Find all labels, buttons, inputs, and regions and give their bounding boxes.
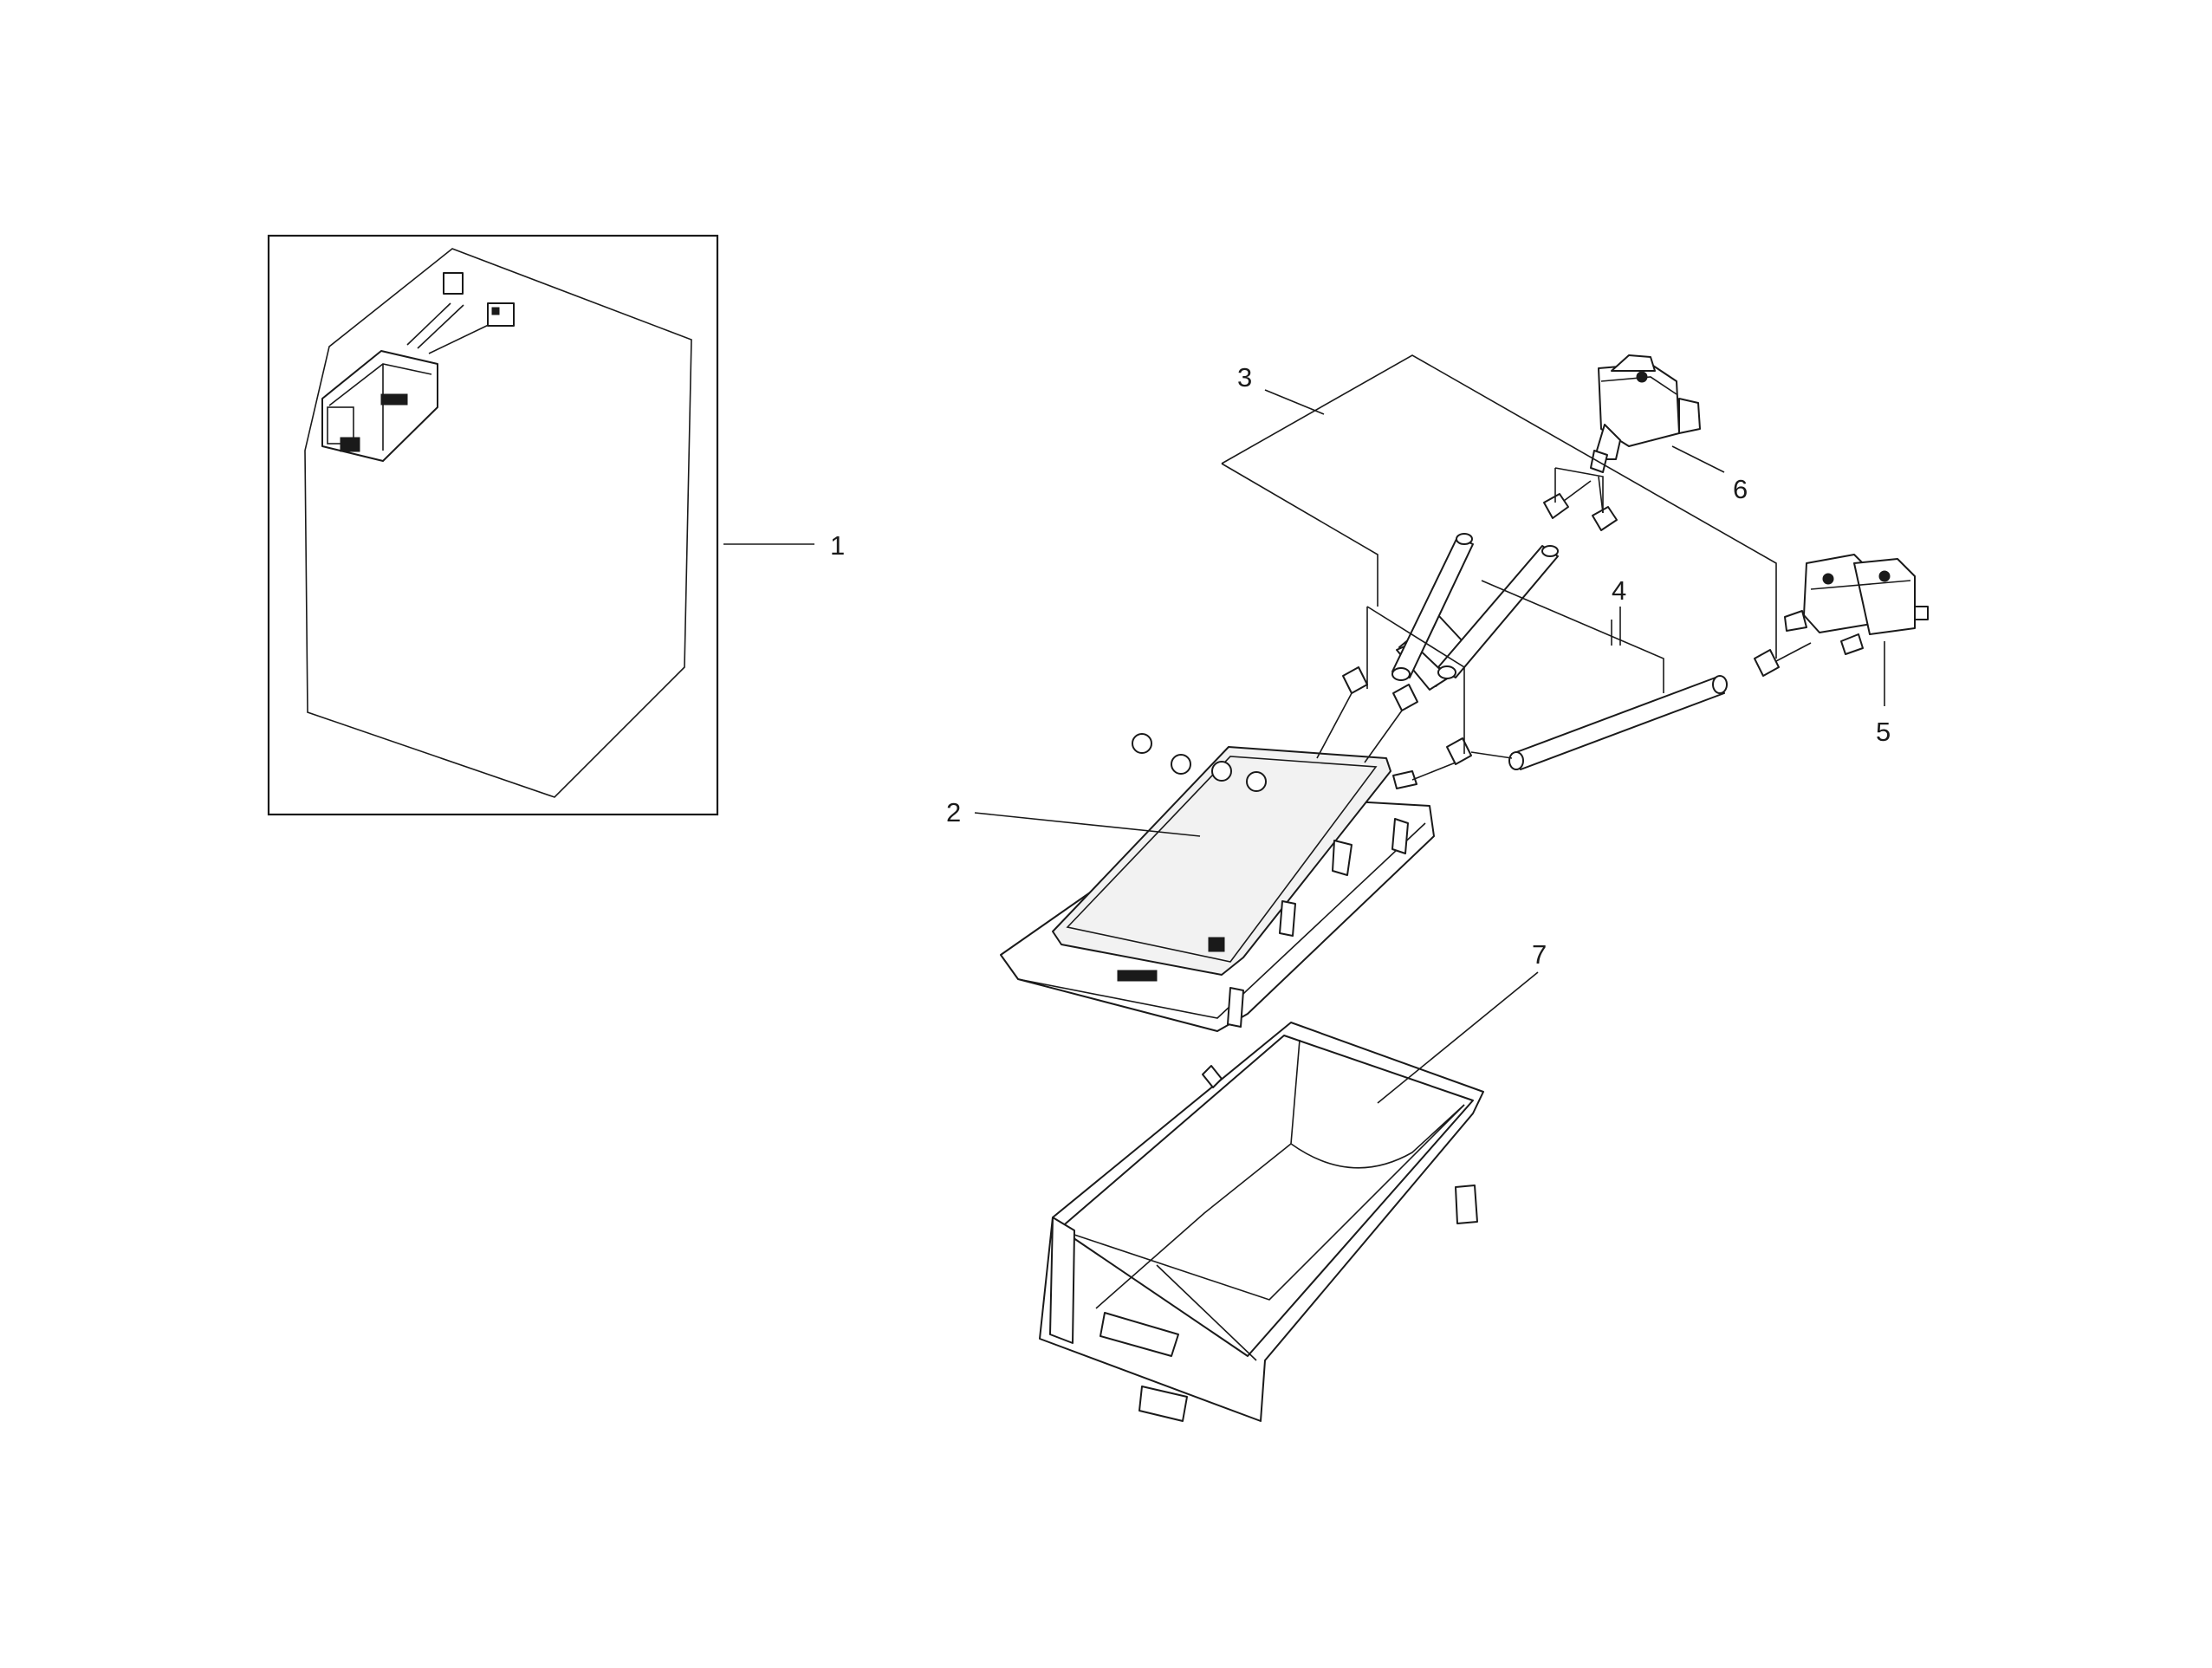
dispenser-cover-2 xyxy=(1000,733,1435,1032)
callout-labels: 1 2 3 4 5 6 7 xyxy=(830,362,1891,970)
callout-6: 6 xyxy=(1733,474,1748,504)
callout-1: 1 xyxy=(830,530,845,561)
callout-4: 4 xyxy=(1612,575,1626,606)
callout-3: 3 xyxy=(1237,362,1252,393)
detergent-drawer-7 xyxy=(1039,1022,1484,1422)
assembly-inset-panel xyxy=(267,234,719,816)
assembly-thumbnail-icon xyxy=(321,272,515,462)
water-valve-5 xyxy=(1784,554,1929,655)
water-valve-6 xyxy=(1590,354,1701,473)
leader-lines xyxy=(723,389,1885,1104)
callout-5: 5 xyxy=(1876,717,1891,747)
clamp-bracket-3 xyxy=(1221,354,1777,754)
callout-7: 7 xyxy=(1532,939,1547,970)
hose-bracket-4 xyxy=(1481,580,1664,693)
callout-2: 2 xyxy=(946,797,961,828)
hoses-4 xyxy=(1391,533,1728,770)
